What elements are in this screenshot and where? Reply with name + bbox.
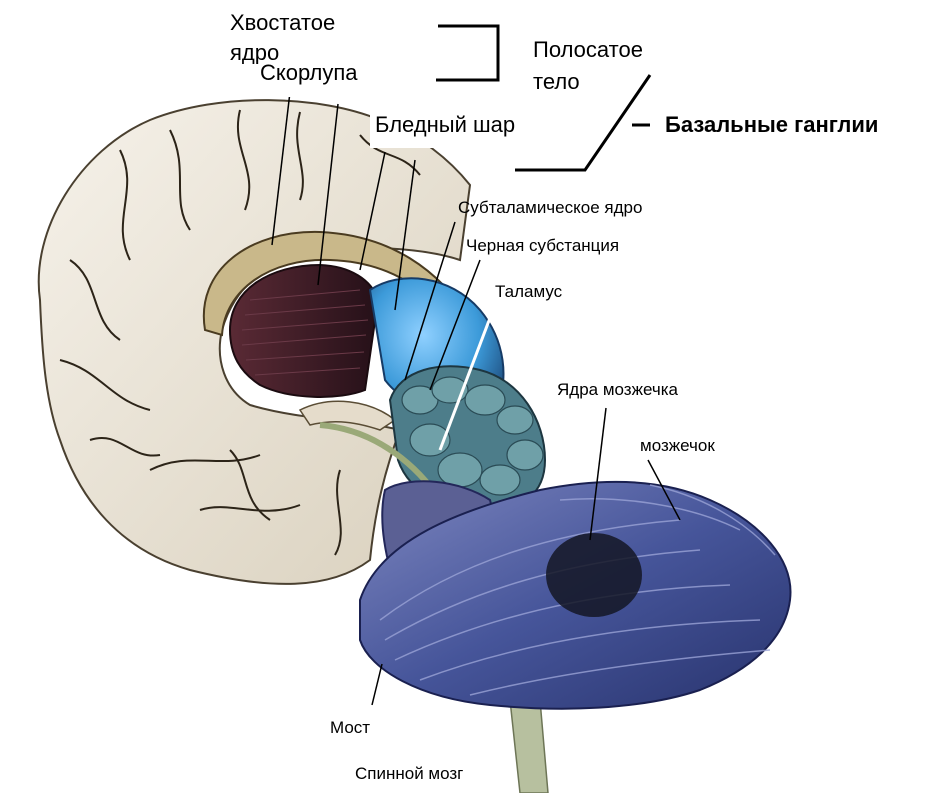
cerebellar-nuclei-label: Ядра мозжечка: [557, 380, 678, 400]
spinal-cord-label: Спинной мозг: [355, 764, 463, 784]
caudate-label: Хвостатое ядро: [230, 8, 370, 64]
thalamus-label: Таламус: [495, 282, 562, 302]
globus-pallidus-label: Бледный шар: [375, 112, 515, 137]
striatum-bracket: [436, 26, 498, 80]
putamen-shape: [230, 265, 378, 397]
cerebellum-label: мозжечок: [640, 436, 715, 456]
subthalamic-label: Субталамическое ядро: [458, 198, 642, 218]
striatum-label: Полосатое тело: [533, 34, 673, 98]
pons-label: Мост: [330, 718, 370, 738]
putamen-label: Скорлупа: [260, 60, 357, 85]
spinal-cord-shape: [510, 700, 548, 793]
basal-ganglia-label: Базальные ганглии: [665, 112, 878, 137]
substantia-nigra-label: Черная субстанция: [466, 236, 619, 256]
cerebellar-nuclei-shape: [546, 533, 642, 617]
